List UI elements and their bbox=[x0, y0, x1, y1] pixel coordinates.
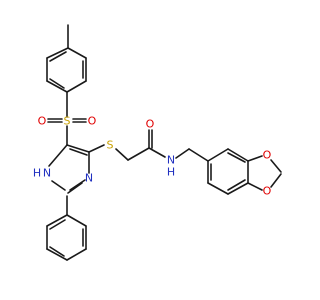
bond bbox=[115, 148, 129, 161]
bond bbox=[48, 144, 68, 167]
bond bbox=[148, 147, 166, 158]
bond bbox=[46, 214, 68, 227]
atom-label-o1: O bbox=[38, 115, 47, 128]
bond bbox=[49, 219, 66, 230]
bonds bbox=[46, 24, 282, 261]
atom-label-n-im2: N bbox=[85, 172, 93, 185]
bond bbox=[127, 147, 150, 161]
bond bbox=[175, 148, 190, 159]
bond bbox=[207, 148, 229, 162]
bond bbox=[49, 78, 65, 89]
atom-label-s2: S bbox=[107, 139, 114, 152]
bond bbox=[46, 47, 69, 59]
bond bbox=[270, 173, 282, 188]
atom-labels: S O O S O N H N H N O O bbox=[33, 115, 272, 198]
bond bbox=[247, 155, 263, 162]
bond bbox=[247, 182, 263, 191]
bond bbox=[69, 148, 88, 156]
bond bbox=[46, 248, 68, 261]
bond bbox=[69, 179, 86, 191]
atom-label-s1: S bbox=[64, 115, 71, 128]
bond bbox=[49, 246, 65, 257]
bond bbox=[66, 144, 90, 153]
bond bbox=[88, 144, 105, 153]
molecule-structure: S O O S O N H N H N O O bbox=[33, 24, 282, 261]
atom-label-o3: O bbox=[146, 118, 155, 131]
bond bbox=[46, 80, 68, 93]
atom-label-n-im1: N bbox=[43, 167, 51, 180]
bond bbox=[227, 179, 246, 191]
bond bbox=[66, 80, 87, 93]
bond bbox=[207, 182, 229, 195]
bond bbox=[67, 182, 83, 194]
bond bbox=[227, 182, 249, 195]
atom-label-o4: O bbox=[263, 149, 272, 162]
bond bbox=[66, 214, 87, 227]
bond bbox=[66, 248, 87, 261]
bond bbox=[67, 47, 87, 59]
bond bbox=[270, 159, 282, 173]
atom-label-h-im1: H bbox=[33, 167, 41, 180]
bond bbox=[51, 180, 66, 191]
molecule-diagram: S O O S O N H N H N O O bbox=[32, 24, 282, 261]
atom-label-n-amide: N bbox=[167, 154, 175, 167]
atom-label-o5: O bbox=[263, 185, 272, 198]
bond bbox=[49, 51, 67, 62]
bond bbox=[227, 148, 249, 162]
bond bbox=[227, 152, 246, 163]
atom-label-h-amide: H bbox=[167, 166, 175, 179]
bond bbox=[188, 148, 209, 162]
atom-label-o2: O bbox=[88, 115, 97, 128]
